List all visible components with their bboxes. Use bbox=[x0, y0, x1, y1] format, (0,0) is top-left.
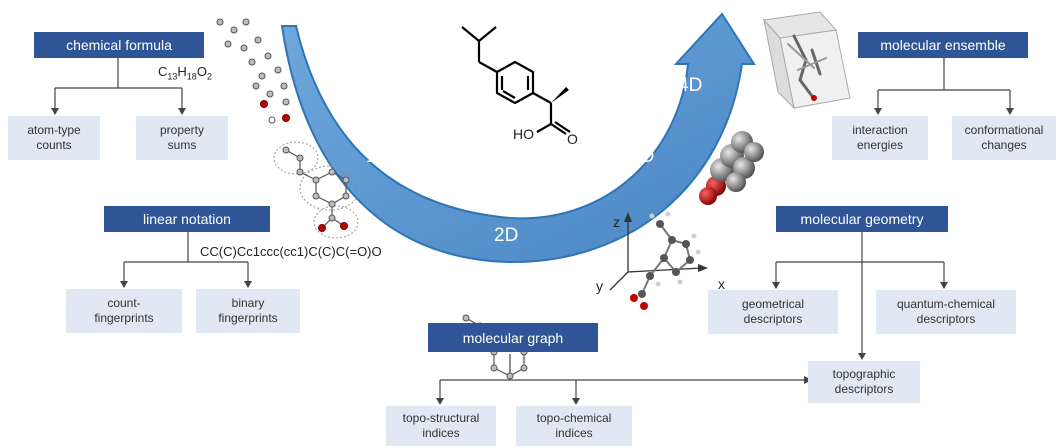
molecular-ensemble-connectors bbox=[877, 58, 1011, 110]
header-linear-notation: linear notation bbox=[104, 206, 270, 232]
header-molecular-graph: molecular graph bbox=[428, 323, 598, 352]
leaf-count-fingerprints: count- fingerprints bbox=[66, 289, 182, 333]
label-2d: 2D bbox=[494, 225, 519, 246]
label-4d: 4D bbox=[678, 75, 703, 96]
axis-label-x: x bbox=[718, 276, 725, 292]
label-3d: 3D bbox=[630, 146, 655, 167]
leaf-topo-chemical-indices: topo-chemical indices bbox=[516, 406, 632, 446]
ensemble-box bbox=[763, 11, 851, 110]
molecule-label-o: O bbox=[567, 131, 578, 147]
fragment-graph-1d bbox=[273, 141, 361, 239]
leaf-topo-structural-indices: topo-structural indices bbox=[386, 406, 496, 446]
leaf-interaction-energies: interaction energies bbox=[832, 116, 928, 160]
leaf-property-sums: property sums bbox=[136, 116, 228, 160]
chemical-formula-connectors bbox=[54, 58, 183, 110]
header-chemical-formula: chemical formula bbox=[34, 32, 204, 58]
coordinate-axes bbox=[609, 218, 703, 291]
molecular-graph-connectors bbox=[439, 354, 806, 400]
linear-notation-connectors bbox=[123, 230, 249, 283]
molecule-label-ho: HO bbox=[513, 126, 534, 142]
leaf-conformational-changes: conformational changes bbox=[952, 116, 1056, 160]
axis-label-y: y bbox=[596, 278, 603, 294]
chemical-formula-text: C13H18O2 bbox=[158, 64, 212, 82]
molecular-geometry-connectors bbox=[775, 232, 945, 355]
leaf-topographic-descriptors: topographic descriptors bbox=[808, 361, 920, 403]
skeletal-formula-2d bbox=[461, 26, 571, 135]
label-0d: 0D bbox=[312, 54, 337, 75]
smiles-text: CC(C)Cc1ccc(cc1)C(C)C(=O)O bbox=[200, 244, 382, 259]
axis-label-z: z bbox=[613, 214, 620, 230]
leaf-atom-type-counts: atom-type counts bbox=[8, 116, 100, 160]
leaf-binary-fingerprints: binary fingerprints bbox=[196, 289, 300, 333]
header-molecular-ensemble: molecular ensemble bbox=[858, 32, 1028, 58]
atom-cloud-0d bbox=[216, 18, 290, 124]
label-1d: 1D bbox=[366, 146, 391, 167]
header-molecular-geometry: molecular geometry bbox=[776, 206, 948, 232]
space-filling-model bbox=[699, 131, 764, 205]
dimension-arrow bbox=[280, 12, 756, 264]
leaf-geometrical-descriptors: geometrical descriptors bbox=[708, 290, 838, 334]
leaf-quantum-chemical-descriptors: quantum-chemical descriptors bbox=[876, 290, 1016, 334]
ball-and-stick-model bbox=[630, 211, 701, 310]
wedge-bond bbox=[551, 87, 569, 103]
